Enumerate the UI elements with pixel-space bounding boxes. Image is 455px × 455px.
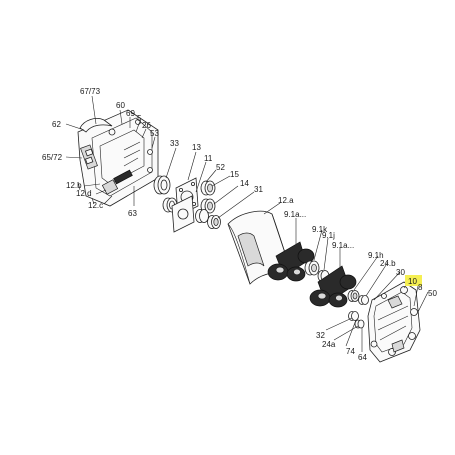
pump-housing: [77, 109, 159, 207]
label-63: 63: [128, 209, 137, 218]
seal-ring-9-1k: [304, 260, 320, 276]
label-12b: 12.b: [66, 181, 82, 190]
label-24b: 24.b: [380, 259, 396, 268]
label-53: 53: [150, 129, 159, 138]
label-5: 5: [137, 114, 142, 123]
label-12c: 12.c: [88, 201, 103, 210]
label-32: 32: [316, 331, 325, 340]
label-33: 33: [170, 139, 179, 148]
diaphragm-assembly-9-1a-lower: [309, 265, 357, 308]
label-67-73: 67/73: [80, 87, 101, 96]
spring-seal-52: [195, 209, 209, 223]
label-52: 52: [216, 163, 225, 172]
label-12d: 12.d: [76, 189, 92, 198]
valve-9-1h: [347, 290, 360, 302]
label-9-1j: 9.1j: [322, 231, 335, 240]
label-10: 10: [408, 277, 417, 286]
diaphragm-assembly-9-1a-upper: [267, 241, 315, 282]
label-31: 31: [254, 185, 263, 194]
leader-lines: [65, 95, 429, 352]
label-65-72: 65/72: [42, 153, 63, 162]
valve-24b: [358, 295, 369, 305]
valve-24a: [354, 319, 365, 329]
pump-head-cover: [367, 281, 421, 363]
label-11: 11: [204, 154, 213, 163]
label-24a: 24a: [322, 340, 336, 349]
spring-seal-31: [207, 215, 221, 229]
ring-part-33: [153, 175, 171, 195]
label-9-1h: 9.1h: [368, 251, 384, 260]
part-labels: 67/73 60 69 5 26 62 53 65/72 33 13 11 52…: [42, 87, 437, 362]
label-14: 14: [240, 179, 249, 188]
label-50: 50: [428, 289, 437, 298]
label-13: 13: [192, 143, 201, 152]
label-8: 8: [418, 283, 423, 292]
label-9-1a-upper: 9.1a...: [284, 210, 306, 219]
label-26: 26: [142, 121, 151, 130]
label-64: 64: [358, 353, 367, 362]
label-12a: 12.a: [278, 196, 294, 205]
label-62: 62: [52, 120, 61, 129]
label-9-1a-mid: 9.1a...: [332, 241, 354, 250]
part-10-highlight: [405, 275, 422, 286]
valve-32: [348, 311, 359, 321]
label-60: 60: [116, 101, 125, 110]
gasket-plate-11: [171, 195, 195, 233]
label-30: 30: [396, 268, 405, 277]
label-69: 69: [126, 109, 135, 118]
spring-seal-15: [200, 180, 216, 196]
label-15: 15: [230, 170, 239, 179]
label-74: 74: [346, 347, 355, 356]
label-9-1k: 9.1k: [312, 225, 328, 234]
